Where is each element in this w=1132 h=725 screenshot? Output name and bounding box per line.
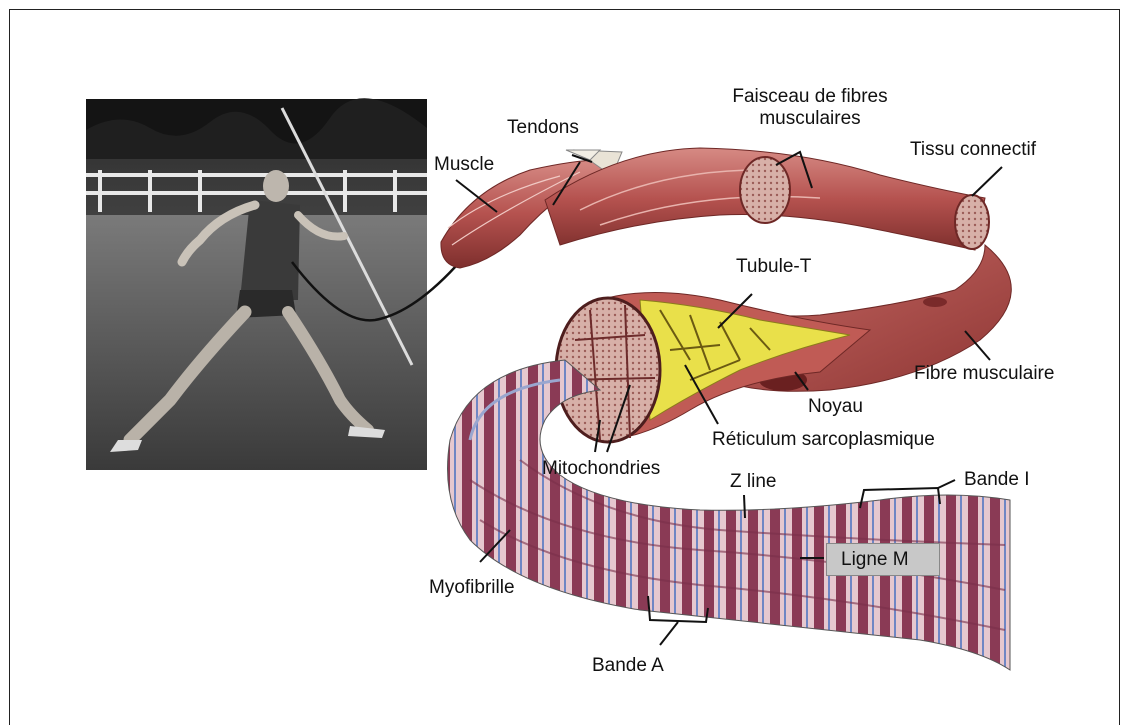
label-tendons: Tendons (507, 117, 579, 139)
label-noyau: Noyau (808, 396, 863, 418)
label-fibre-wrap: Fibre musculaire (914, 363, 1072, 387)
label-faisceau-line2: musculaires (759, 108, 860, 129)
label-myofibrille: Myofibrille (429, 577, 515, 599)
label-muscle: Muscle (434, 154, 494, 176)
label-tubule-t: Tubule-T (736, 256, 811, 278)
label-z-line: Z line (730, 471, 776, 493)
label-bande-i: Bande I (964, 469, 1030, 491)
label-mitochondries: Mitochondries (542, 458, 660, 480)
athlete-photo (86, 98, 427, 470)
myofibril (448, 360, 1011, 670)
label-faisceau-line1: Faisceau de fibres (732, 86, 887, 107)
label-ligne-m: Ligne M (826, 543, 940, 576)
label-reticulum: Réticulum sarcoplasmique (712, 429, 935, 451)
label-fibre-musculaire: Fibre musculaire (914, 363, 1054, 385)
label-tissu-connectif: Tissu connectif (910, 139, 1036, 161)
label-bande-a: Bande A (592, 655, 664, 677)
label-faisceau: Faisceau de fibres musculaires (700, 86, 920, 130)
